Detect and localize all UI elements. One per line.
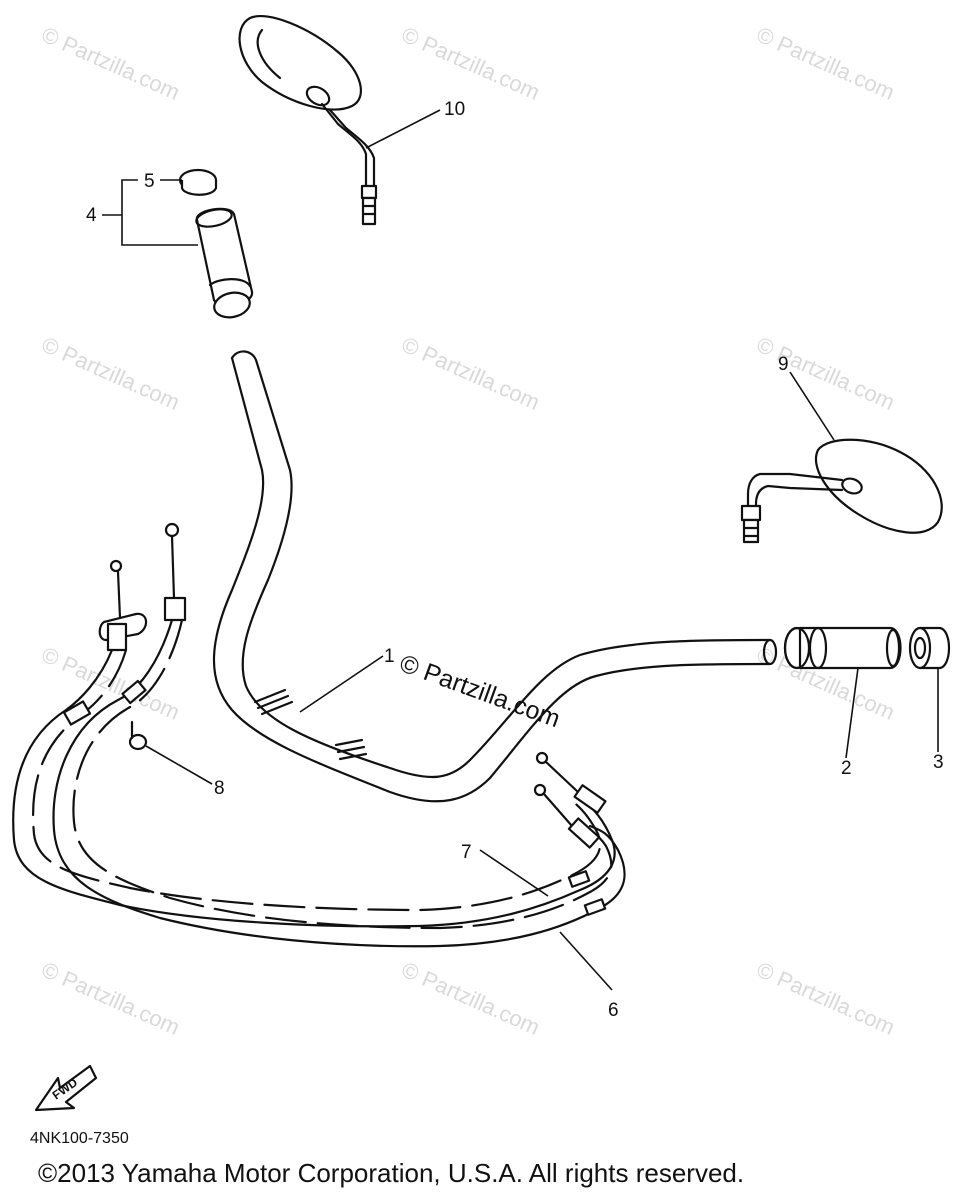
callout-10: 10 bbox=[444, 99, 465, 120]
watermark: © Partzilla.com bbox=[753, 957, 899, 1040]
watermark: © Partzilla.com bbox=[753, 22, 899, 105]
cable-left-ends bbox=[98, 522, 187, 751]
end-cap-right bbox=[908, 626, 951, 670]
grip-right bbox=[783, 626, 902, 670]
callout-4: 4 bbox=[86, 205, 97, 226]
callouts: 10 5 4 9 1 2 3 8 7 6 bbox=[86, 99, 944, 1021]
forward-arrow-icon: FWD bbox=[34, 1064, 98, 1112]
handlebar bbox=[212, 350, 778, 803]
callout-7: 7 bbox=[461, 842, 472, 863]
center-watermark: © Partzilla.com bbox=[396, 649, 564, 733]
leader-lines bbox=[102, 109, 939, 991]
watermark: © Partzilla.com bbox=[38, 332, 184, 415]
mirror-right bbox=[740, 438, 943, 544]
diagram-code: 4NK100-7350 bbox=[30, 1130, 129, 1147]
grip-left bbox=[178, 168, 254, 319]
callout-3: 3 bbox=[933, 752, 944, 773]
cable-6 bbox=[52, 618, 626, 948]
watermark: © Partzilla.com bbox=[398, 957, 544, 1040]
watermark: © Partzilla.com bbox=[398, 332, 544, 415]
callout-2: 2 bbox=[841, 758, 852, 779]
callout-1: 1 bbox=[384, 646, 395, 667]
mirror-left bbox=[238, 14, 378, 226]
watermark: © Partzilla.com bbox=[38, 22, 184, 105]
watermark: © Partzilla.com bbox=[398, 22, 544, 105]
callout-5: 5 bbox=[144, 171, 155, 192]
callout-9: 9 bbox=[778, 354, 789, 375]
callout-8: 8 bbox=[214, 778, 225, 799]
copyright-notice: ©2013 Yamaha Motor Corporation, U.S.A. A… bbox=[38, 1158, 745, 1188]
watermark: © Partzilla.com bbox=[38, 957, 184, 1040]
cable-7 bbox=[12, 648, 616, 928]
knurled-section bbox=[253, 688, 368, 761]
callout-6: 6 bbox=[608, 1000, 619, 1021]
cable-right-ends bbox=[533, 751, 607, 916]
watermark: © Partzilla.com bbox=[753, 332, 899, 415]
